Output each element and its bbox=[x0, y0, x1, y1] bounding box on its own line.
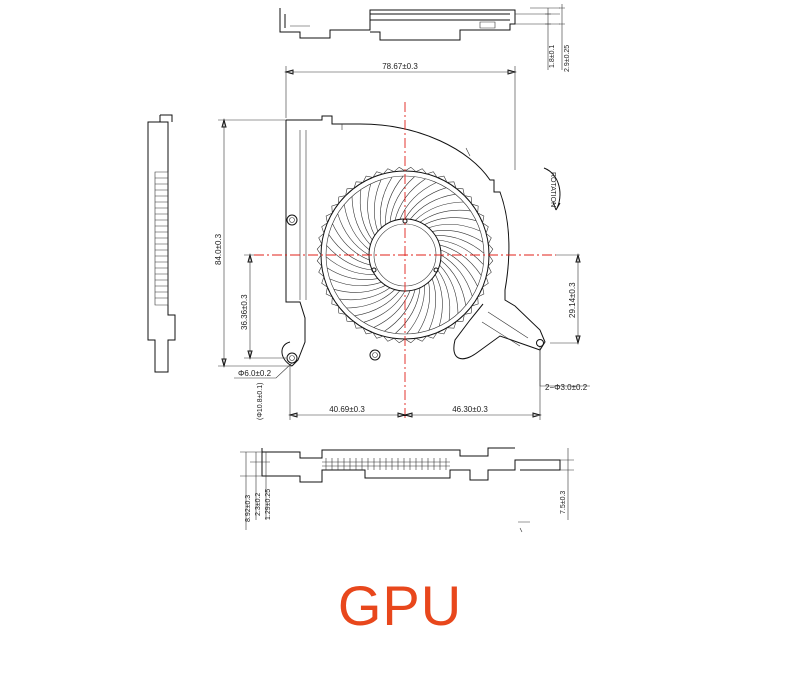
side-fins bbox=[155, 177, 168, 299]
impeller-blade bbox=[394, 178, 426, 221]
page-title: GPU bbox=[337, 574, 463, 637]
impeller-blade bbox=[432, 229, 484, 243]
dim-side-thickness-1: 8.92±0.3 bbox=[245, 495, 252, 522]
top-view: 1.8±0.1 2.9±0.25 bbox=[279, 4, 571, 72]
dim-side-thickness-2: 2.3±0.2 bbox=[255, 493, 262, 516]
impeller-blade bbox=[385, 175, 404, 225]
impeller-blade bbox=[406, 285, 425, 335]
dim-hole-diameter: Φ6.0±0.2 bbox=[238, 369, 272, 378]
impeller-blade bbox=[440, 249, 478, 287]
impeller-blade bbox=[435, 274, 443, 327]
bottom-fins bbox=[322, 458, 450, 470]
impeller-blade bbox=[428, 223, 481, 232]
impeller-blade bbox=[419, 209, 471, 223]
impeller-blade bbox=[439, 244, 482, 276]
front-view: 78.67±0.3 bbox=[214, 62, 590, 420]
left-side-view bbox=[147, 114, 176, 373]
mount-hole-right bbox=[536, 339, 544, 347]
impeller-blade bbox=[440, 254, 473, 297]
bottom-side-view: 8.92±0.3 2.3±0.2 1.29±0.25 7.5±0.3 bbox=[240, 447, 574, 533]
impeller-blade bbox=[367, 183, 375, 236]
impeller-blade bbox=[404, 187, 447, 220]
impeller-blade bbox=[337, 213, 370, 256]
dim-side-right: 7.5±0.3 bbox=[560, 491, 567, 514]
impeller-blade bbox=[437, 239, 484, 265]
impeller-blade bbox=[439, 264, 459, 314]
dim-overall-height: 84.0±0.3 bbox=[214, 233, 223, 265]
impeller-blade bbox=[354, 290, 401, 317]
dim-left-to-center: 40.69±0.3 bbox=[329, 405, 365, 414]
impeller-blade bbox=[351, 196, 371, 246]
mount-screw-upper bbox=[286, 214, 298, 226]
impeller-blade bbox=[437, 269, 451, 321]
impeller-blade bbox=[333, 285, 386, 293]
dim-right-vertical: 29.14±0.3 bbox=[568, 282, 577, 318]
dim-center-to-right: 46.30±0.3 bbox=[452, 405, 488, 414]
impeller-blade bbox=[435, 235, 485, 254]
dim-mount-holes: 2−Φ3.0±0.2 bbox=[545, 383, 588, 392]
impeller-blade bbox=[373, 179, 382, 232]
impeller-blade bbox=[343, 204, 370, 251]
impeller-blade bbox=[373, 290, 411, 328]
dim-top-height-1: 1.8±0.1 bbox=[549, 45, 556, 68]
dim-top-height-2: 2.9±0.25 bbox=[564, 45, 571, 72]
mount-screw-lower bbox=[369, 349, 381, 361]
dim-hole-to-center: 36.36±0.3 bbox=[240, 294, 249, 330]
impeller-blade bbox=[384, 289, 416, 332]
impeller-blade bbox=[417, 282, 431, 334]
rotation-arrow-icon bbox=[543, 167, 561, 211]
impeller-blade bbox=[399, 182, 437, 220]
impeller-blade bbox=[359, 189, 373, 241]
impeller-blade bbox=[414, 201, 464, 221]
impeller-blade bbox=[379, 176, 393, 228]
impeller-blade bbox=[329, 278, 382, 287]
impeller-blade bbox=[409, 193, 456, 220]
rotation-label: ROTATION bbox=[549, 172, 556, 207]
impeller-blade bbox=[326, 267, 378, 281]
impeller-blade bbox=[328, 234, 371, 266]
impeller-blade bbox=[428, 278, 437, 331]
dim-hole-secondary: (Φ10.8±0.1) bbox=[257, 383, 264, 420]
impeller-blade bbox=[424, 217, 477, 225]
impeller-blade bbox=[440, 259, 467, 306]
impeller-blade bbox=[346, 289, 396, 309]
impeller-blade bbox=[326, 245, 373, 271]
impeller-blade bbox=[339, 287, 391, 301]
dim-side-thickness-3: 1.29±0.25 bbox=[265, 489, 272, 520]
impeller-blade bbox=[363, 290, 406, 323]
impeller-blade bbox=[389, 176, 415, 223]
dim-overall-width: 78.67±0.3 bbox=[382, 62, 418, 71]
mount-hole-left bbox=[286, 352, 298, 364]
impeller-blade bbox=[395, 287, 421, 334]
impeller-blade bbox=[325, 256, 375, 275]
impeller-blade bbox=[332, 223, 370, 261]
